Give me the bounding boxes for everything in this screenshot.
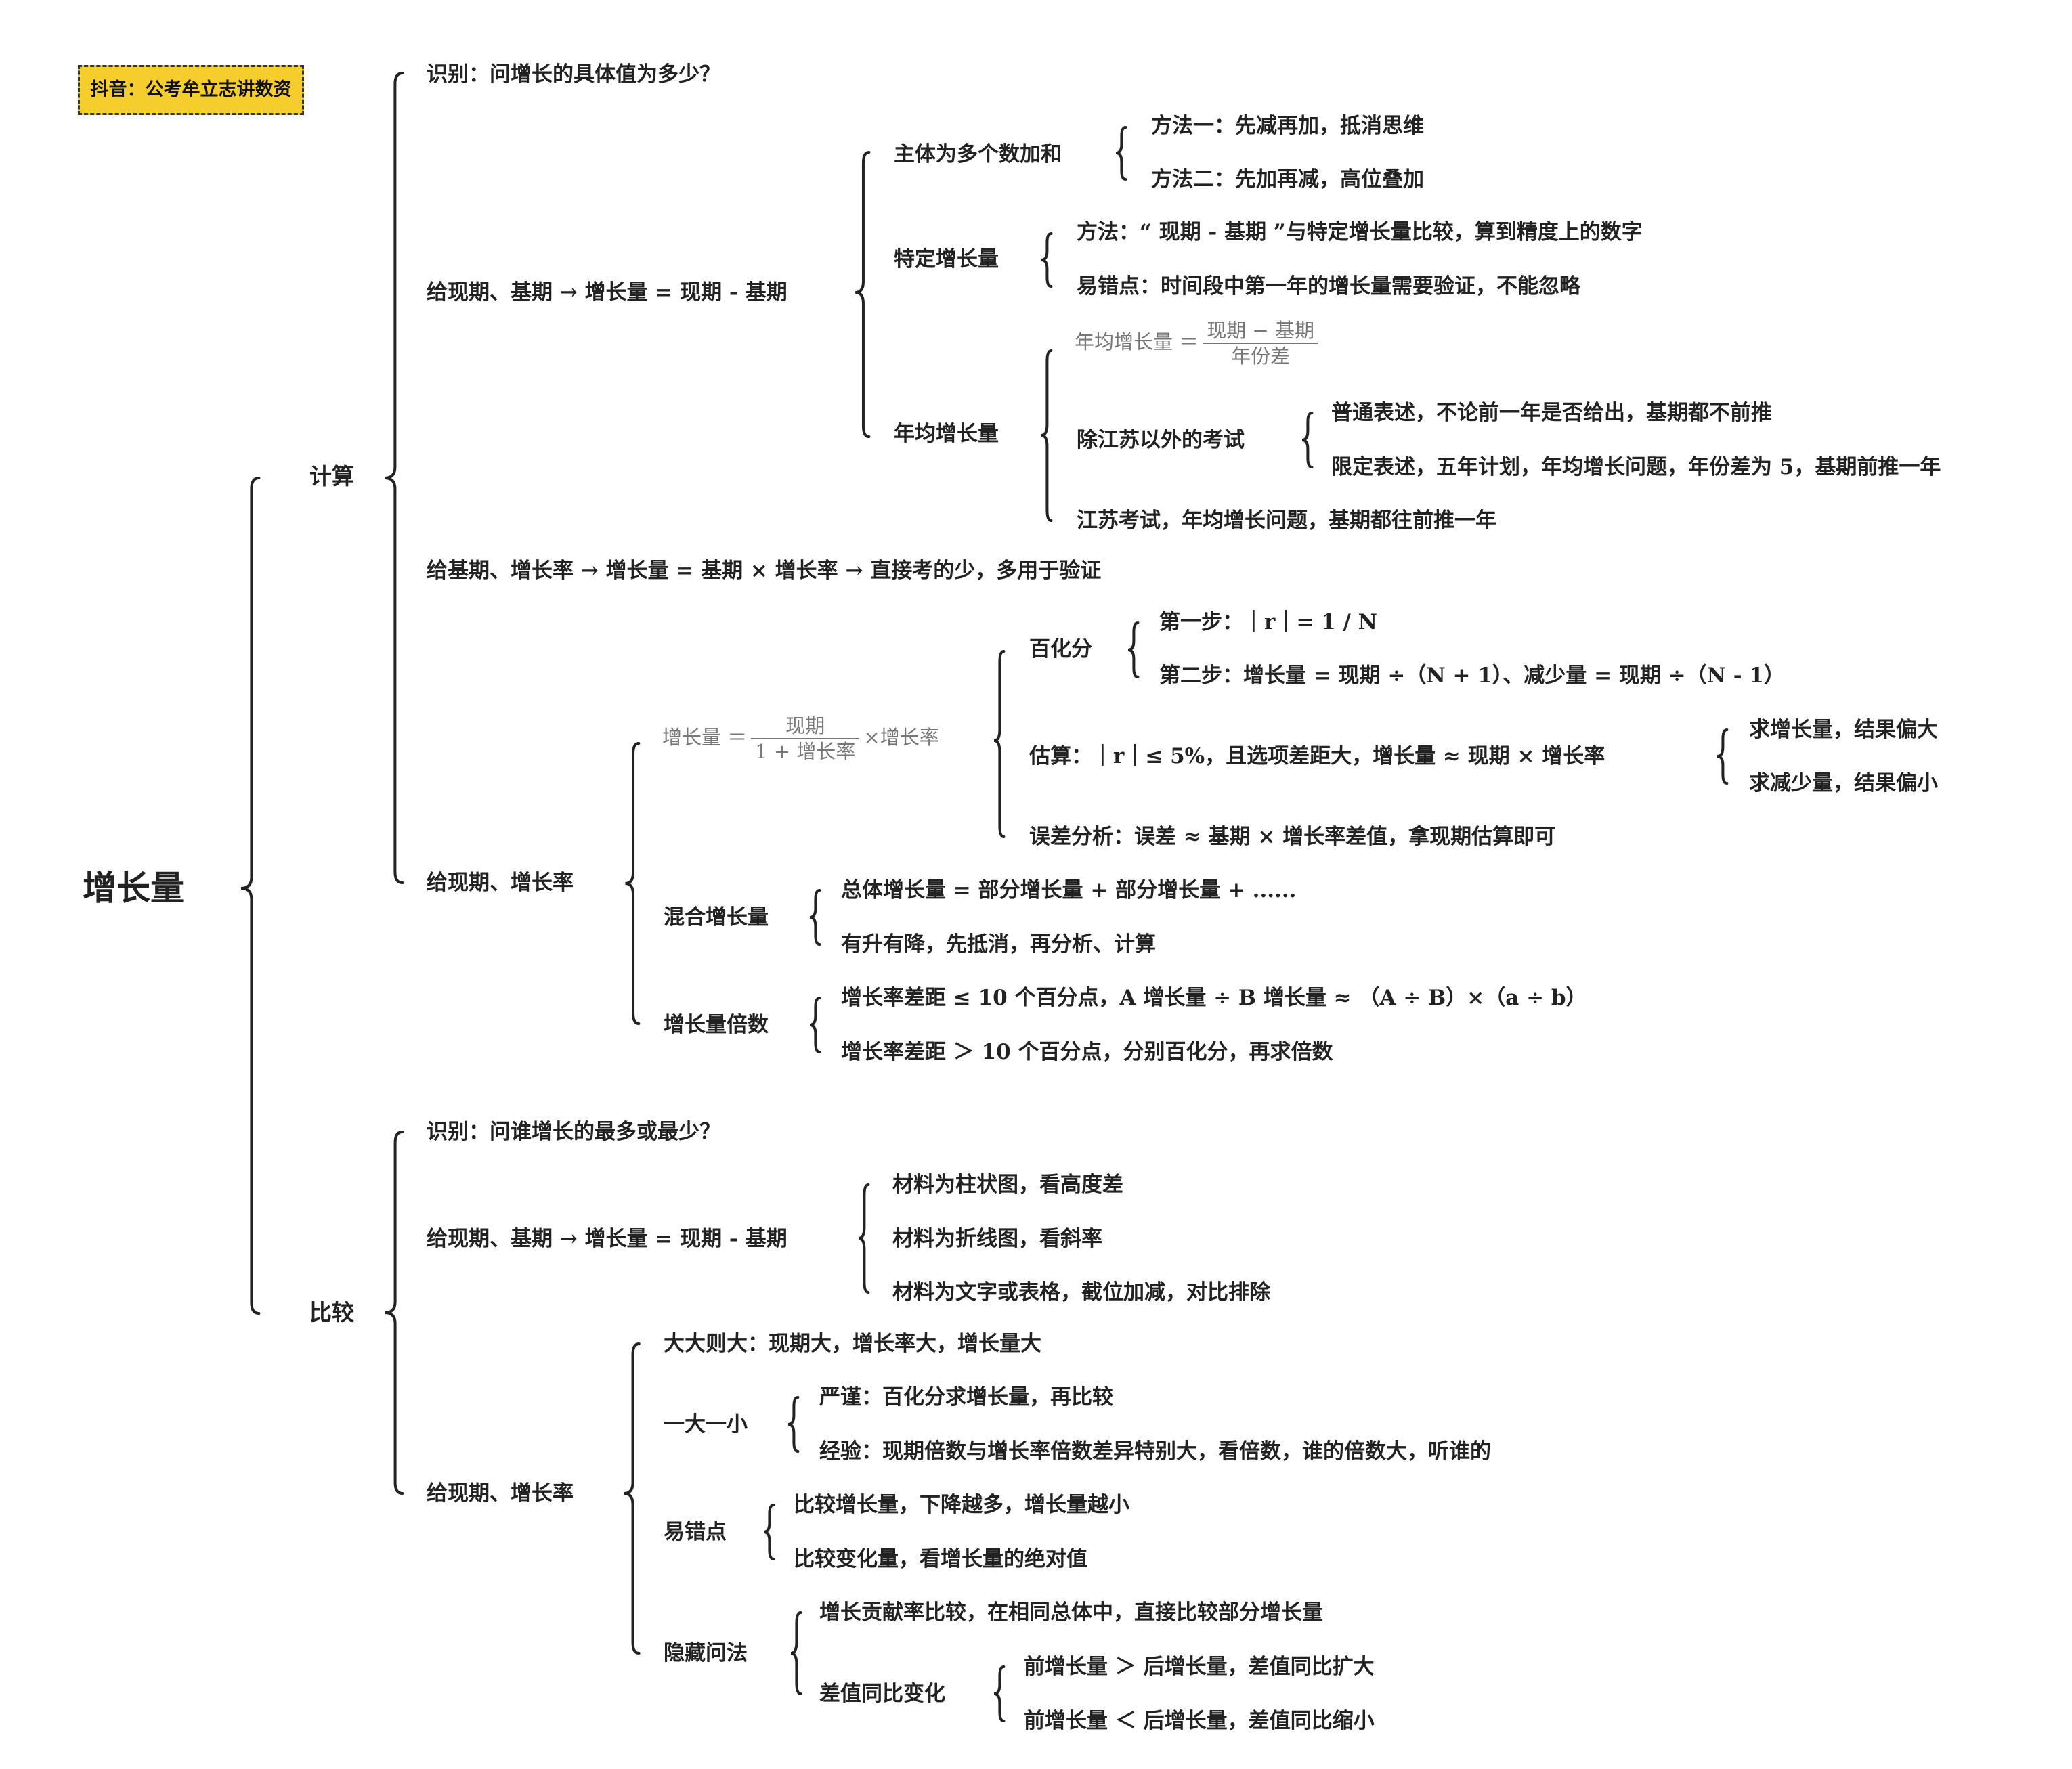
multi-sum-method-2: 方法二：先加再减，高位叠加	[1151, 167, 1424, 192]
mixed-total: 总体增长量 = 部分增长量 + 部分增长量 + ......	[841, 878, 1297, 902]
percent-step-1: 第一步：｜r｜= 1 / N	[1159, 610, 1377, 634]
jiangsu-exam: 江苏考试，年均增长问题，基期都往前推一年	[1077, 508, 1496, 533]
brace-calc	[384, 72, 404, 884]
non-jiangsu-normal: 普通表述，不论前一年是否给出，基期都不前推	[1331, 401, 1772, 425]
brace-compare-current-rate	[624, 1342, 641, 1655]
pitfall-abs-value: 比较变化量，看增长量的绝对值	[794, 1547, 1087, 1571]
node-annual-growth: 年均增长量	[894, 422, 999, 446]
node-estimate: 估算：｜r｜≤ 5%，且选项差距大，增长量 ≈ 现期 × 增长率	[1029, 744, 1605, 768]
node-calc: 计算	[309, 463, 354, 489]
annual-formula-lhs: 年均增长量 ＝	[1075, 330, 1199, 353]
growth-formula-numerator: 现期	[751, 714, 860, 739]
diff-expand: 前增长量 ＞ 后增长量，差值同比扩大	[1024, 1655, 1375, 1679]
node-one-big-one-small: 一大一小	[664, 1412, 748, 1437]
node-multi-sum: 主体为多个数加和	[894, 142, 1062, 167]
brace-compare	[385, 1131, 404, 1495]
compare-given-current-rate: 给现期、增长率	[427, 1481, 574, 1506]
diff-shrink: 前增长量 ＜ 后增长量，差值同比缩小	[1024, 1709, 1375, 1733]
brace-rate-methods	[993, 650, 1006, 838]
experience-method: 经验：现期倍数与增长率倍数差异特别大，看倍数，谁的倍数大，听谁的	[819, 1439, 1491, 1464]
compare-bar-chart: 材料为柱状图，看高度差	[892, 1173, 1123, 1197]
calc-given-current-rate: 给现期、增长率	[427, 871, 574, 895]
brace-diff-change	[993, 1665, 1006, 1722]
node-specific-growth: 特定增长量	[894, 247, 999, 271]
brace-non-jiangsu	[1301, 412, 1314, 468]
brace-specific	[1041, 232, 1053, 288]
rigorous-method: 严谨：百化分求增长量，再比较	[819, 1385, 1113, 1410]
multi-sum-method-1: 方法一：先减再加，抵消思维	[1151, 114, 1424, 138]
calc-given-base-rate: 给基期、增长率 → 增长量 = 基期 × 增长率 → 直接考的少，多用于验证	[427, 559, 1102, 583]
node-compare: 比较	[309, 1299, 354, 1326]
compare-identify: 识别：问谁增长的最多或最少？	[427, 1120, 720, 1144]
contribution-rate: 增长贡献率比较，在相同总体中，直接比较部分增长量	[819, 1600, 1323, 1625]
brace-one-big-one-small	[787, 1396, 800, 1453]
node-non-jiangsu: 除江苏以外的考试	[1077, 428, 1245, 452]
brace-estimate	[1717, 728, 1729, 785]
annual-formula-numerator: 现期 − 基期	[1203, 318, 1318, 344]
growth-formula-rhs: ×增长率	[863, 726, 939, 749]
growth-formula-denominator: 1 + 增长率	[755, 740, 856, 763]
estimate-decrease: 求减少量，结果偏小	[1749, 771, 1938, 795]
brace-calc-current-base	[855, 151, 871, 438]
growth-formula-lhs: 增长量 ＝	[662, 726, 748, 749]
brace-annual	[1041, 349, 1053, 522]
brace-mixed	[809, 889, 821, 946]
node-percent-fraction: 百化分	[1029, 637, 1092, 661]
annual-growth-formula: 年均增长量 ＝现期 − 基期年份差	[1075, 318, 1322, 368]
node-growth-multiple: 增长量倍数	[664, 1013, 769, 1037]
calc-given-current-base: 给现期、基期 → 增长量 = 现期 - 基期	[427, 280, 787, 305]
watermark-tag: 抖音：公考牟立志讲数资	[78, 65, 304, 115]
brace-percent	[1127, 621, 1140, 678]
root-node: 增长量	[83, 868, 184, 908]
node-pitfalls: 易错点	[664, 1520, 727, 1544]
compare-given-current-base: 给现期、基期 → 增长量 = 现期 - 基期	[427, 1227, 787, 1251]
node-mixed-growth: 混合增长量	[664, 905, 769, 930]
percent-step-2: 第二步：增长量 = 现期 ÷（N + 1）、减少量 = 现期 ÷（N - 1）	[1159, 663, 1785, 688]
brace-pitfalls	[763, 1504, 775, 1560]
error-analysis: 误差分析：误差 ≈ 基期 × 增长率差值，拿现期估算即可	[1029, 825, 1556, 849]
specific-method: 方法：“ 现期 - 基期 ”与特定增长量比较，算到精度上的数字	[1077, 220, 1643, 244]
brace-multiple	[809, 997, 821, 1053]
brace-root	[240, 477, 261, 1315]
non-jiangsu-limited: 限定表述，五年计划，年均增长问题，年份差为 5，基期前推一年	[1331, 455, 1941, 479]
compare-text-table: 材料为文字或表格，截位加减，对比排除	[892, 1280, 1270, 1305]
compare-line-chart: 材料为折线图，看斜率	[892, 1227, 1102, 1251]
brace-hidden	[790, 1611, 802, 1695]
pitfall-decrease: 比较增长量，下降越多，增长量越小	[794, 1493, 1129, 1517]
brace-calc-current-rate	[625, 742, 641, 1025]
multiple-within-10: 增长率差距 ≤ 10 个百分点，A 增长量 ÷ B 增长量 ≈ （A ÷ B）×…	[841, 986, 1587, 1010]
big-big-rule: 大大则大：现期大，增长率大，增长量大	[664, 1332, 1041, 1356]
node-diff-change: 差值同比变化	[819, 1682, 945, 1706]
estimate-increase: 求增长量，结果偏大	[1749, 718, 1938, 742]
brace-compare-current-base	[858, 1183, 870, 1294]
annual-formula-denominator: 年份差	[1231, 345, 1291, 368]
specific-pitfall: 易错点：时间段中第一年的增长量需要验证，不能忽略	[1077, 274, 1580, 299]
mixed-offset: 有升有降，先抵消，再分析、计算	[841, 932, 1156, 957]
node-hidden-questions: 隐藏问法	[664, 1641, 748, 1665]
multiple-over-10: 增长率差距 ＞ 10 个百分点，分别百化分，再求倍数	[841, 1040, 1333, 1064]
calc-identify: 识别：问增长的具体值为多少？	[427, 62, 720, 87]
brace-multi-sum	[1115, 126, 1127, 181]
